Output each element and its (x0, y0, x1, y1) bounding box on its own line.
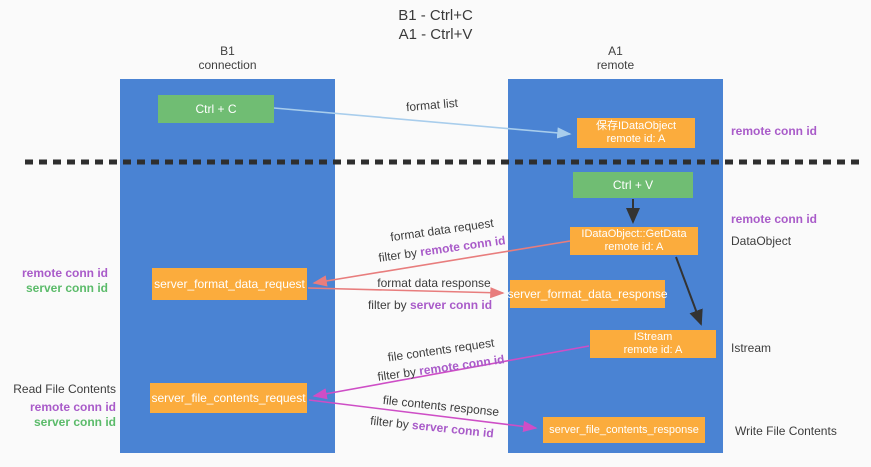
left-column-subtitle: connection (198, 58, 257, 72)
annotation-remote-conn-id-top: remote conn id (731, 124, 818, 138)
edge-label-file-contents-response: file contents response (382, 392, 500, 420)
node-idataobject-getdata: IDataObject::GetData remote id: A (570, 227, 698, 255)
filter-prefix: filter by (377, 245, 422, 265)
edge-label-format-list: format list (405, 95, 459, 115)
annotation-left-remote-conn-id-2: remote conn id (29, 400, 116, 414)
node-save-idataobject-line1: 保存IDataObject (595, 120, 677, 132)
filter-prefix: filter by (369, 413, 413, 432)
node-ctrl-c: Ctrl + C (158, 95, 274, 123)
annotation-read-file-contents: Read File Contents (13, 382, 116, 396)
node-save-idataobject: 保存IDataObject remote id: A (577, 118, 695, 148)
node-istream: IStream remote id: A (590, 330, 716, 358)
node-server-file-contents-request-label: server_file_contents_request (151, 391, 306, 405)
annotation-left-server-conn-id-2: server conn id (33, 415, 116, 429)
node-idataobject-getdata-line1: IDataObject::GetData (581, 228, 687, 240)
node-server-file-contents-response: server_file_contents_response (543, 417, 705, 443)
title-line-1: B1 - Ctrl+C (398, 7, 473, 24)
annotation-left-server-conn-id-1: server conn id (25, 281, 108, 295)
node-server-file-contents-request: server_file_contents_request (150, 383, 307, 413)
edge-label-file-contents-response-filter: filter by server conn id (370, 414, 495, 441)
filter-prefix: filter by (367, 298, 410, 312)
node-ctrl-v-label: Ctrl + V (612, 178, 654, 192)
annotation-istream: Istream (731, 341, 772, 355)
annotation-left-remote-conn-id-1: remote conn id (21, 266, 108, 280)
diagram-title: B1 - Ctrl+C A1 - Ctrl+V (0, 6, 871, 44)
filter-prefix: filter by (376, 364, 421, 384)
edge-label-format-data-response-filter: filter by server conn id (368, 298, 492, 312)
left-column-header: B1 connection (120, 44, 335, 72)
node-server-file-contents-response-label: server_file_contents_response (549, 424, 699, 436)
node-istream-line2: remote id: A (623, 344, 683, 356)
title-line-2: A1 - Ctrl+V (398, 26, 473, 43)
edge-label-format-data-response: format data response (377, 276, 491, 290)
annotation-write-file-contents: Write File Contents (735, 424, 837, 438)
node-idataobject-getdata-line2: remote id: A (604, 241, 664, 253)
node-server-format-data-response-label: server_format_data_response (507, 287, 668, 301)
filter-value: server conn id (409, 298, 493, 312)
node-server-format-data-request: server_format_data_request (152, 268, 307, 300)
filter-value: server conn id (411, 417, 495, 441)
annotation-dataobject: DataObject (731, 234, 792, 248)
node-istream-line1: IStream (633, 331, 673, 343)
annotation-remote-conn-id-mid: remote conn id (731, 212, 818, 226)
node-save-idataobject-line2: remote id: A (606, 133, 666, 145)
node-server-format-data-response: server_format_data_response (507, 280, 668, 308)
right-column-subtitle: remote (596, 58, 635, 72)
node-ctrl-c-label: Ctrl + C (195, 102, 237, 116)
right-column-header: A1 remote (508, 44, 723, 72)
left-column-name: B1 (220, 44, 235, 58)
node-ctrl-v: Ctrl + V (573, 172, 693, 198)
node-server-format-data-request-label: server_format_data_request (154, 277, 305, 291)
right-column-name: A1 (608, 44, 623, 58)
